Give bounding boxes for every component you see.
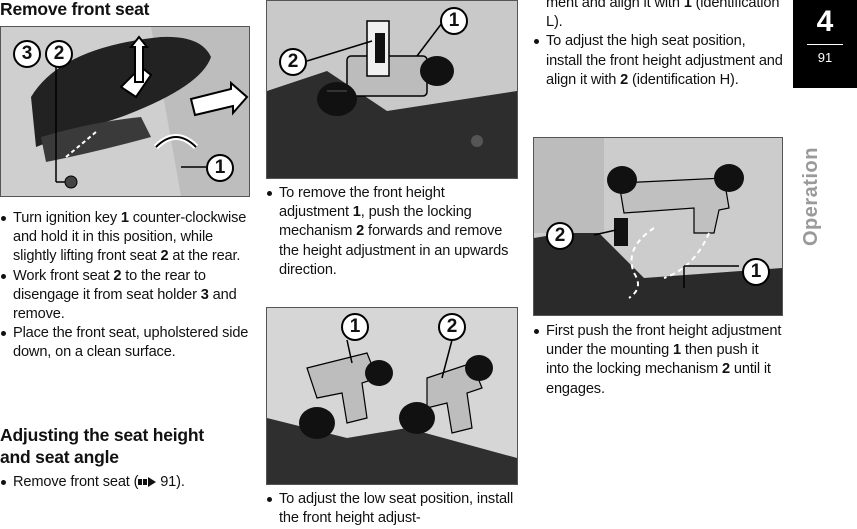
figure-remove-seat: 3 2 1 [0,26,250,197]
illustration-height-adjustment-removal [267,1,517,178]
chapter-number: 4 [816,5,834,38]
callout-1: 1 [206,154,234,182]
list-item: Work front seat 2 to the rear to disenga… [0,267,250,325]
list-item: ment and align it with 1 (identification… [546,0,780,31]
callout-2: 2 [438,313,466,341]
callout-2: 2 [279,48,307,76]
callout-1: 1 [742,258,770,286]
figure-remove-height-adjustment: 2 1 [266,0,518,179]
list-item: Turn ignition key 1 counter-clockwise an… [0,209,250,267]
adjust-steps-list: Remove front seat ( 91). [0,473,250,492]
install-steps: First push the front height adjustment u… [533,322,783,399]
remove-steps-list: Turn ignition key 1 counter-clockwise an… [0,209,250,363]
heading-remove-front-seat: Remove front seat [0,0,150,19]
callout-2: 2 [546,222,574,250]
illustration-height-adjustment-variants [267,308,517,484]
callout-3: 3 [13,40,41,68]
chapter-tab: 4 91 [793,0,857,88]
continued-steps: ment and align it with 1 (identification… [533,0,783,90]
remove-height-steps: To remove the front height adjustment 1,… [266,184,518,280]
page-reference-link[interactable]: 91 [160,474,177,490]
callout-1: 1 [341,313,369,341]
figure-install-height-adjustment: 2 1 [533,137,783,316]
list-item: First push the front height adjustment u… [533,322,783,399]
callout-1: 1 [440,7,468,35]
list-item: Remove front seat ( 91). [0,473,250,492]
page-reference-arrow-icon [138,477,157,488]
tab-divider [807,44,843,45]
illustration-height-adjustment-install [534,138,782,315]
page-number: 91 [817,50,833,65]
list-item: To adjust the high seat position, instal… [533,32,783,90]
figure-height-adjustment-variants: 1 2 [266,307,518,485]
list-item: Place the front seat, upholstered side d… [0,324,250,362]
section-label: Operation [800,147,822,246]
callout-2: 2 [45,40,73,68]
low-seat-steps: To adjust the low seat position, install… [266,490,518,528]
list-item: To adjust the low seat position, install… [266,490,518,528]
list-item: To remove the front height adjustment 1,… [266,184,518,280]
